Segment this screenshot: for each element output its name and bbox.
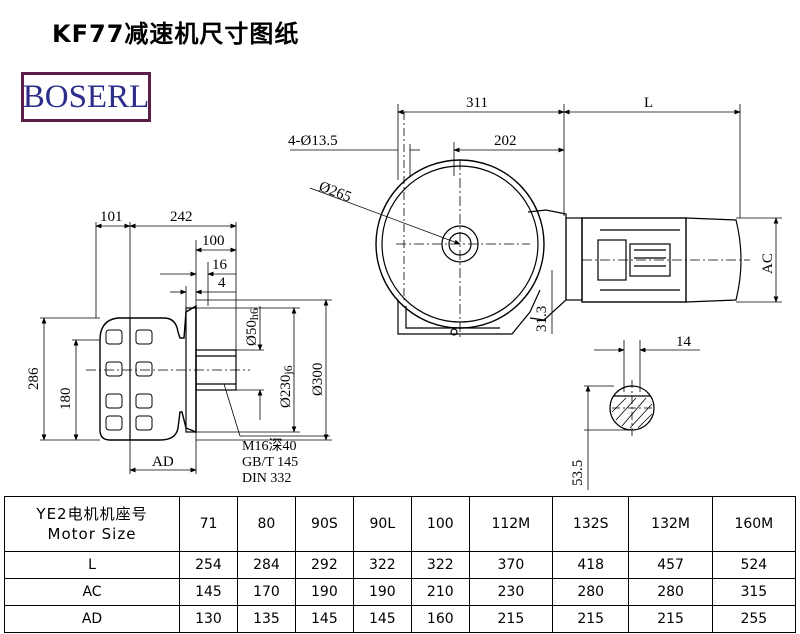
dim-housing-dia: Ø265 [317,179,354,206]
table-cell: 418 [551,551,630,579]
dim-242: 242 [170,209,193,225]
table-header-cell: 132M [628,496,713,552]
dim-L: L [644,95,653,111]
table-cell: 280 [551,578,630,606]
table-cell: 370 [468,551,553,579]
table-row: AD 130 135 145 145 160 215 215 215 255 [4,605,797,633]
table-cell: 315 [711,578,797,606]
table-cell: 292 [294,551,354,579]
table-header-cell: 112M [468,496,553,552]
table-cell: 170 [236,578,296,606]
note-standard-din: DIN 332 [242,471,291,486]
note-thread: M16深40 [242,438,296,454]
dim-holes: 4-Ø13.5 [288,133,338,149]
table-cell: 322 [410,551,470,579]
table-row: AC 145 170 190 190 210 230 280 280 315 [4,578,797,606]
dim-286: 286 [26,367,42,390]
side-view [40,222,332,474]
table-cell: 230 [468,578,553,606]
dim-14: 14 [676,334,692,350]
table-cell: 322 [352,551,412,579]
table-cell: 215 [551,605,630,633]
table-cell: 210 [410,578,470,606]
table-header-cell: 90S [294,496,354,552]
table-cell: 215 [628,605,713,633]
table-row-label: AD [4,605,180,633]
table-header-cell: 160M [711,496,797,552]
table-header-cell: 100 [410,496,470,552]
dim-AD: AD [152,454,174,470]
table-cell: 190 [294,578,354,606]
table-header-cell: 132S [551,496,630,552]
brand-logo: BOSERL [21,72,151,122]
table-cell: 190 [352,578,412,606]
dim-100: 100 [202,233,225,249]
table-cell: 160 [410,605,470,633]
dim-202: 202 [494,133,517,149]
table-cell: 145 [294,605,354,633]
table-cell: 130 [179,605,238,633]
table-cell: 135 [236,605,296,633]
note-standard-gb: GB/T 145 [242,455,298,470]
dim-311: 311 [466,95,488,111]
table-cell: 284 [236,551,296,579]
table-cell: 254 [179,551,238,579]
table-cell: 280 [628,578,713,606]
table-cell: 524 [711,551,797,579]
table-cell: 145 [352,605,412,633]
table-row-label: L [4,551,180,579]
table-header-cell: 80 [236,496,296,552]
page-title: KF77减速机尺寸图纸 [52,20,300,48]
front-view [290,104,782,490]
dim-101: 101 [100,209,123,225]
table-cell: 457 [628,551,713,579]
dim-shaft-dia: Ø50h6 [244,308,261,346]
dim-flange-dia: Ø300 [310,363,326,396]
dim-180: 180 [58,388,74,411]
technical-drawing: 101 242 100 16 4 286 180 Ø50h6 Ø230j6 Ø3… [26,95,782,490]
dim-pilot-dia: Ø230j6 [278,365,295,408]
table-header-cell: 71 [179,496,238,552]
table-header-cell: 90L [352,496,412,552]
table-row: L 254 284 292 322 322 370 418 457 524 [4,551,797,579]
table-cell: 255 [711,605,797,633]
table-cell: 215 [468,605,553,633]
table-cell: 145 [179,578,238,606]
dim-16: 16 [212,257,228,273]
dim-4: 4 [218,275,226,291]
shaft-section-hatch [611,397,653,429]
dim-53-5: 53.5 [570,460,586,486]
dim-AC: AC [760,253,776,274]
table-row-label: AC [4,578,180,606]
dim-31-3: 31.3 [534,306,550,332]
